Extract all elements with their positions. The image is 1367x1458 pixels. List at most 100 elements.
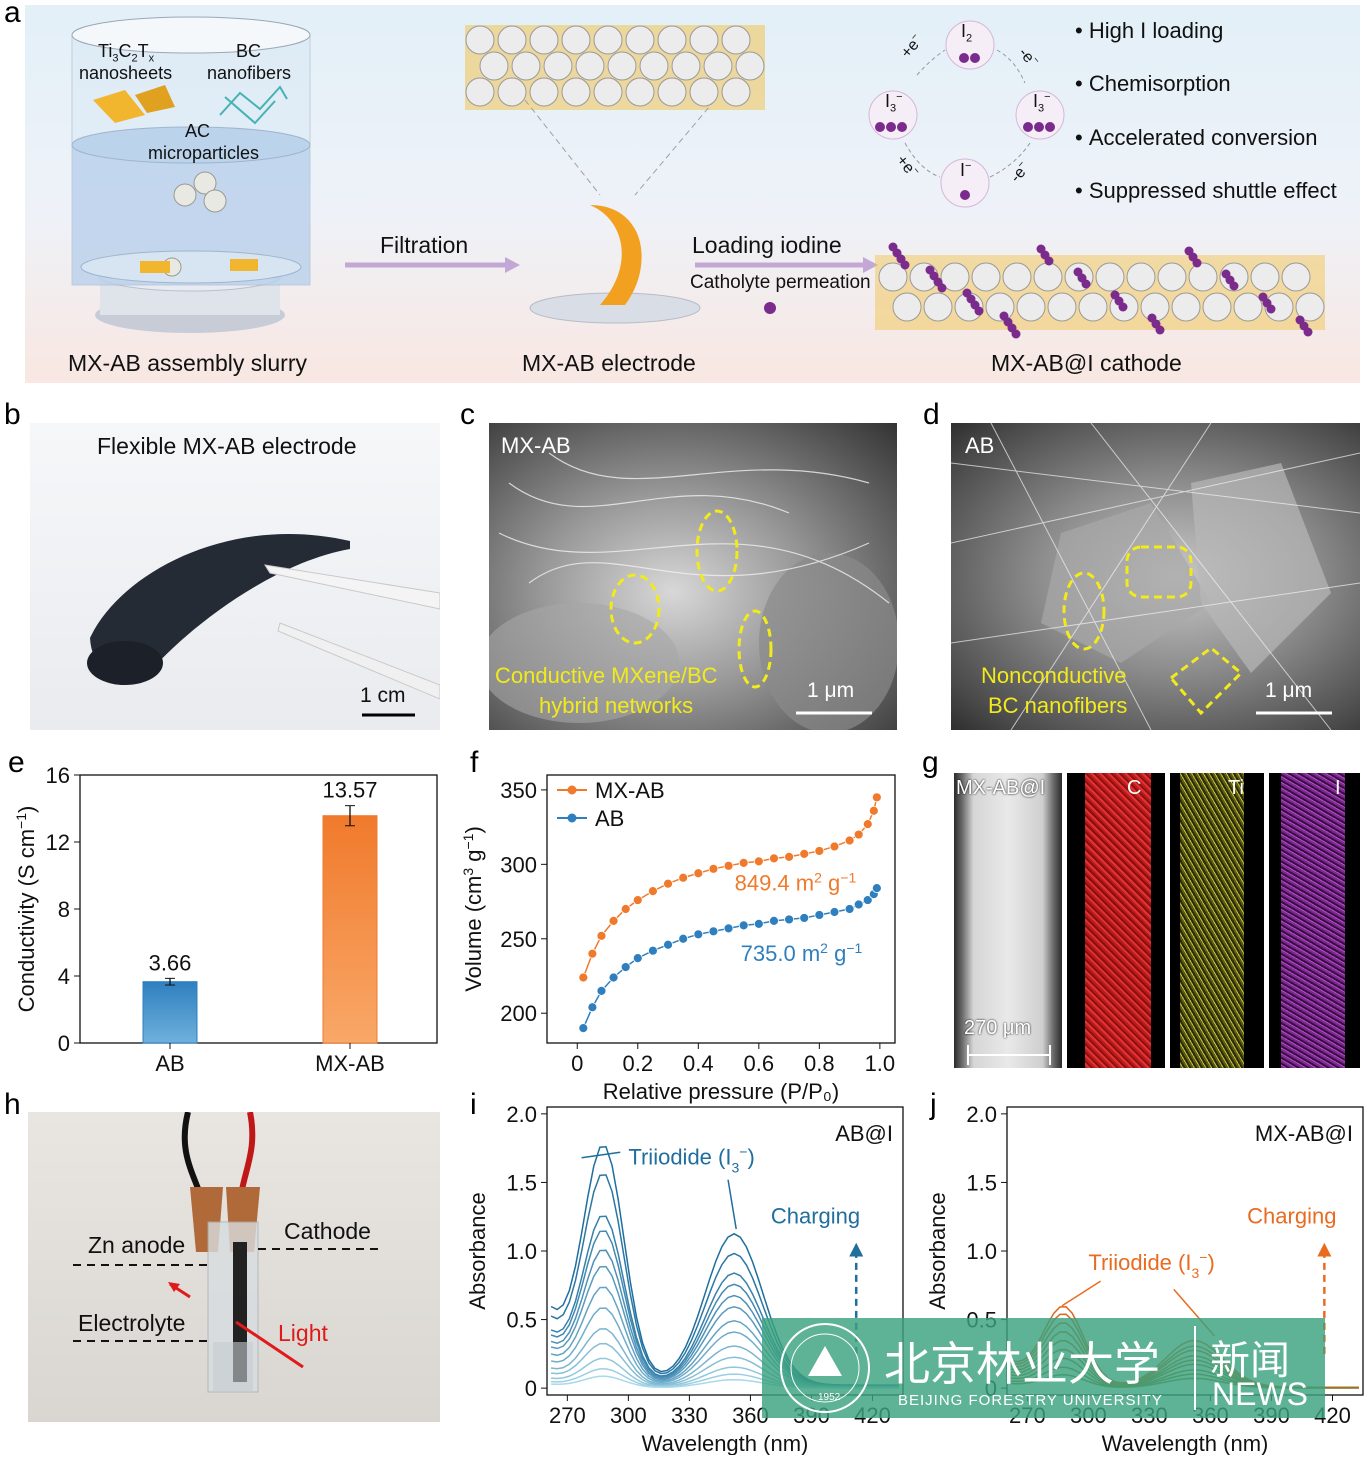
ac-ball [575, 51, 605, 81]
label-part: −1 [13, 813, 29, 829]
sem-mx-ab: MX-AB Conductive MXene/BC hybrid network… [489, 423, 897, 730]
cell-electrolyte: Electrolyte [78, 1310, 186, 1336]
ac-ball [1095, 262, 1125, 292]
point-MX-AB [784, 851, 794, 862]
annotation-ab: 735.0 m2 g−1 [741, 940, 863, 966]
legend-marker [567, 785, 577, 795]
label-loading-iodine: Loading iodine [692, 232, 842, 258]
label-ti: Ti3C2Tx [98, 41, 155, 65]
watermark-seal-year: 1952 [818, 1392, 841, 1403]
iodine-dot [974, 306, 984, 316]
y-tick-label: 200 [500, 1001, 537, 1026]
arrow-line [581, 1151, 621, 1159]
point-MX-AB [769, 853, 779, 864]
y-tick-label: 4 [58, 964, 70, 989]
annotation-triiodide: Triiodide (I3−) [628, 1144, 754, 1176]
x-tick-label: 330 [671, 1403, 708, 1428]
point-MX-AB [853, 829, 864, 840]
point-AB [784, 914, 794, 925]
ac-ball [1171, 292, 1201, 322]
photo-b-scale: 1 cm [360, 684, 406, 707]
annotation-mxab: 849.4 m2 g−1 [735, 869, 857, 895]
watermark-seal [780, 1323, 870, 1413]
ac-ball [529, 77, 559, 107]
ac-ball [1281, 262, 1311, 292]
point-AB [814, 910, 825, 920]
label-part: Triiodide (I [628, 1145, 731, 1170]
panel-letter-h: h [4, 1088, 21, 1121]
label-part: g [828, 941, 846, 966]
point-MX-AB [862, 819, 873, 830]
y-axis-label: Volume (cm3 g−1) [460, 826, 486, 992]
x-axis-label: Wavelength (nm) [642, 1431, 809, 1455]
point-AB [578, 1023, 589, 1034]
y-tick-label: 16 [46, 763, 70, 788]
plot-frame [79, 774, 438, 1044]
y-tick-label: 350 [500, 778, 537, 803]
label-part: ) [747, 1145, 754, 1170]
ac-ball [892, 292, 922, 322]
point-AB [708, 926, 719, 937]
point-MX-AB [648, 886, 658, 897]
x-tick-label: 270 [549, 1403, 586, 1428]
ac-ball [1250, 262, 1280, 292]
ac-ball [625, 25, 655, 55]
plot-frame [546, 774, 896, 1044]
eds-tile-i-label: I [1335, 777, 1341, 799]
photo-flexible-electrode: Flexible MX-AB electrode 1 cm [30, 423, 440, 730]
watermark-cn-1: 北京林业大学 [884, 1337, 1160, 1391]
label-part: 735.0 m [741, 941, 821, 966]
point-MX-AB [693, 868, 704, 879]
eds-scale-label: 270 μm [964, 1017, 1032, 1039]
ac-ball [625, 77, 655, 107]
caption-slurry: MX-AB assembly slurry [68, 350, 307, 376]
photo-b-title: Flexible MX-AB electrode [97, 433, 357, 459]
cell-light: Light [278, 1320, 328, 1346]
panel-letter-b: b [4, 398, 21, 431]
bullet-4: • Suppressed shuttle effect [1075, 178, 1337, 203]
label-part: ) [1207, 1250, 1214, 1275]
ac-ball [1002, 262, 1032, 292]
bullet-3: • Accelerated conversion [1075, 125, 1318, 150]
label-nanosheets: nanosheets [79, 63, 173, 83]
point-MX-AB [829, 841, 840, 852]
ac-ball [1202, 292, 1232, 322]
ac-ball [593, 77, 623, 107]
ac-ball [1078, 292, 1108, 322]
eds-tile-ti-label: Ti [1228, 777, 1244, 799]
point-AB [769, 916, 779, 926]
point-AB [799, 913, 810, 923]
ac-ball [735, 51, 765, 81]
y-tick-label: 250 [500, 927, 537, 952]
ac-ball [971, 262, 1001, 292]
eds-i-band [1281, 773, 1345, 1068]
species-i3-right: I3− [1033, 91, 1051, 115]
ac-ball [721, 25, 751, 55]
panel-a-art [71, 16, 1325, 333]
watermark-en-2: NEWS [1212, 1376, 1308, 1412]
point-MX-AB [799, 849, 810, 859]
arrow-line [727, 1179, 737, 1230]
ac-ball [511, 51, 541, 81]
y-axis-label: Absorbance [925, 1192, 950, 1309]
sem-c-note-2: hybrid networks [539, 693, 694, 718]
y-tick-label: 8 [58, 897, 70, 922]
label-part: Conductivity (S cm [14, 829, 39, 1012]
ac-ball [497, 25, 527, 55]
point-MX-AB [587, 948, 598, 959]
ac-ball [529, 25, 559, 55]
x-tick-label: MX-AB [315, 1051, 385, 1076]
label-part: − [1199, 1249, 1207, 1265]
electrode-art [87, 533, 440, 717]
ac-ball [671, 51, 701, 81]
ac-ball [593, 25, 623, 55]
sem-d-note-1: Nonconductive [981, 663, 1127, 688]
panel-letter-f: f [470, 746, 479, 779]
balls-svg [465, 25, 1325, 339]
panel-letter-j: j [930, 1088, 937, 1121]
iodine-dot [1118, 302, 1128, 312]
x-tick-label: 0.4 [683, 1051, 714, 1076]
sem-c-scale: 1 μm [807, 679, 855, 702]
eds-ti-band [1180, 773, 1244, 1068]
